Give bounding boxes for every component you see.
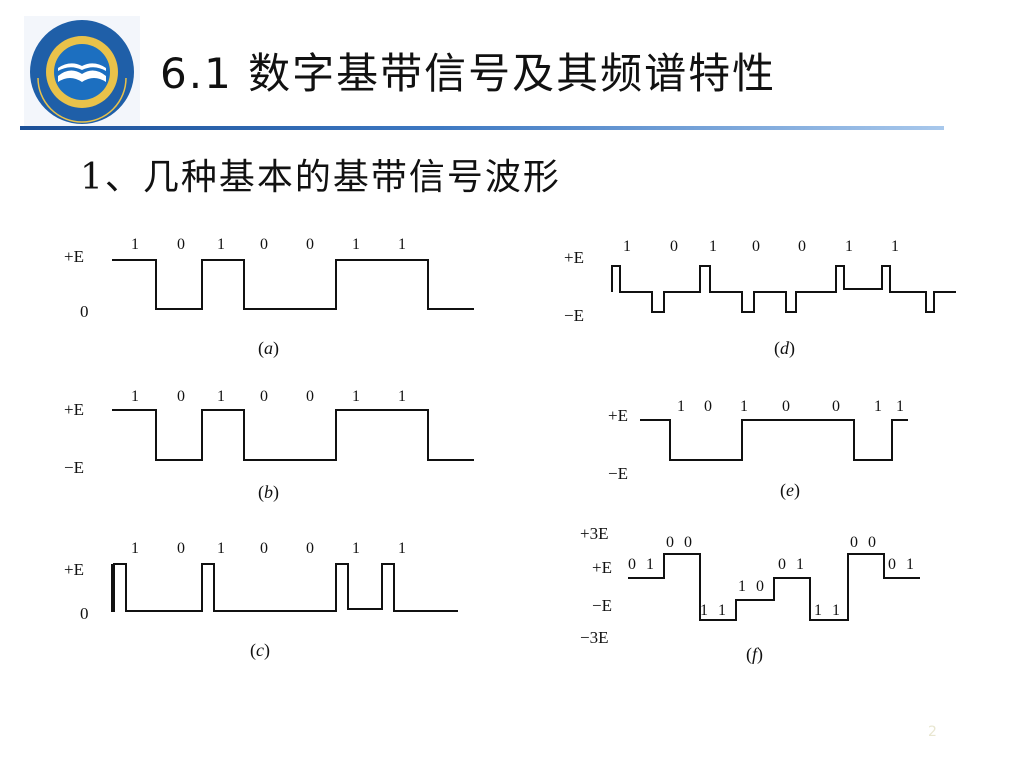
bit-label: 0 (177, 388, 185, 405)
symbol-label: 0 0 (666, 534, 695, 551)
bit-label: 1 (896, 398, 904, 415)
bit-label: 1 (677, 398, 685, 415)
bit-label: 0 (260, 540, 268, 557)
panel-caption: (b) (258, 482, 279, 502)
panel-caption: (a) (258, 338, 279, 358)
bit-label: 0 (260, 236, 268, 253)
level-label: +E (64, 560, 84, 579)
bit-label: 1 (398, 388, 406, 405)
level-label: +3E (580, 524, 609, 543)
bit-label: 1 (740, 398, 748, 415)
level-label: −E (608, 464, 628, 483)
logo-emblem-icon (24, 16, 140, 128)
level-label: +E (64, 400, 84, 419)
bit-label: 1 (845, 238, 853, 255)
bit-label: 0 (752, 238, 760, 255)
bit-label: 0 (177, 236, 185, 253)
level-label: −E (564, 306, 584, 325)
waveform-panel-c: +E 0 1 0 1 0 0 1 1 (c) (60, 536, 490, 666)
bit-label: 1 (398, 540, 406, 557)
waveform-panel-e: +E −E 1 0 1 0 0 1 1 (e) (600, 392, 980, 522)
waveform-panel-a: +E 0 1 0 1 0 0 1 1 (a) (60, 232, 490, 362)
waveform-panel-d: +E −E 1 0 1 0 0 1 1 (d) (560, 232, 980, 362)
section-heading: 1、几种基本的基带信号波形 (80, 157, 561, 198)
bit-label: 1 (131, 388, 139, 405)
level-label: +E (592, 558, 612, 577)
bit-label: 1 (891, 238, 899, 255)
waveform-e (640, 419, 908, 461)
bit-label: 1 (623, 238, 631, 255)
bit-label: 1 (352, 236, 360, 253)
bit-label: 0 (670, 238, 678, 255)
waveform-c (111, 563, 458, 612)
panel-caption: (e) (780, 480, 800, 500)
bit-label: 0 (306, 540, 314, 557)
page-number: 2 (928, 724, 937, 740)
panel-caption: (c) (250, 640, 270, 660)
waveform-panel-f: +3E +E −E −3E 0 1 0 0 1 1 1 0 0 1 1 1 0 … (570, 520, 970, 670)
level-label: +E (64, 247, 84, 266)
university-logo (24, 16, 140, 128)
symbol-label: 1 1 (814, 602, 843, 619)
waveform-b (112, 409, 474, 461)
bit-label: 1 (217, 388, 225, 405)
bit-label: 1 (398, 236, 406, 253)
panel-caption: (f) (746, 644, 764, 664)
symbol-label: 0 1 (628, 556, 657, 573)
bit-label: 1 (131, 236, 139, 253)
bit-label: 1 (217, 236, 225, 253)
bit-label: 0 (704, 398, 712, 415)
bit-label: 1 (874, 398, 882, 415)
symbol-label: 0 0 (850, 534, 879, 551)
level-label: −E (592, 596, 612, 615)
panel-caption: (d) (774, 338, 795, 358)
bit-label: 1 (131, 540, 139, 557)
level-label: 0 (80, 604, 89, 623)
bit-label: 0 (798, 238, 806, 255)
bit-label: 1 (352, 540, 360, 557)
bit-label: 1 (217, 540, 225, 557)
slide-title: 6.1 数字基带信号及其频谱特性 (160, 49, 777, 98)
waveform-panel-b: +E −E 1 0 1 0 0 1 1 (b) (60, 382, 490, 512)
bit-label: 0 (782, 398, 790, 415)
bit-label: 1 (352, 388, 360, 405)
level-label: +E (564, 248, 584, 267)
bit-label: 0 (306, 388, 314, 405)
symbol-label: 0 1 (888, 556, 917, 573)
symbol-label: 0 1 (778, 556, 807, 573)
bit-label: 1 (709, 238, 717, 255)
bit-label: 0 (260, 388, 268, 405)
waveform-f (628, 553, 920, 621)
level-label: −E (64, 458, 84, 477)
bit-label: 0 (177, 540, 185, 557)
level-label: −3E (580, 628, 609, 647)
bit-label: 0 (832, 398, 840, 415)
bit-label: 0 (306, 236, 314, 253)
level-label: +E (608, 406, 628, 425)
symbol-label: 1 0 (738, 578, 767, 595)
waveform-d (611, 265, 956, 313)
symbol-label: 1 1 (700, 602, 729, 619)
waveform-a (112, 259, 474, 310)
title-underline (20, 126, 944, 130)
level-label: 0 (80, 302, 89, 321)
